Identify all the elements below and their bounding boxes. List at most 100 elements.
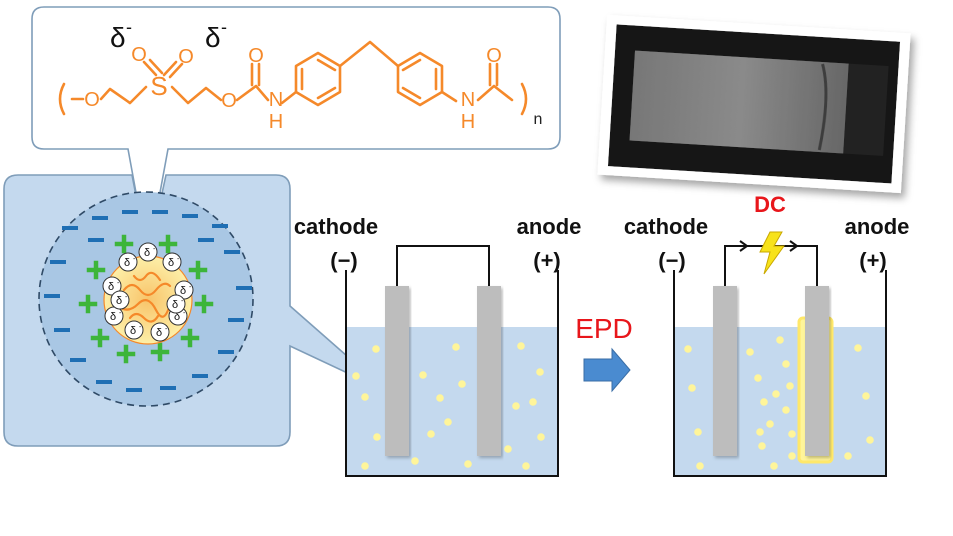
bond-carbamate-2 — [476, 84, 514, 102]
suspended-particle — [782, 360, 790, 368]
negative-charge — [54, 328, 70, 332]
positive-charge — [78, 294, 98, 314]
epd-step: EPD — [575, 313, 633, 393]
negative-charge — [96, 380, 112, 384]
suspended-particle — [517, 342, 525, 350]
suspended-particle — [782, 406, 790, 414]
suspended-particle — [504, 445, 512, 453]
liquid-after — [674, 327, 886, 475]
delta-bead: δ- — [166, 294, 186, 314]
suspended-particle — [866, 436, 874, 444]
epd-label: EPD — [575, 313, 633, 344]
atom-o-left: O — [131, 44, 147, 66]
suspended-particle — [788, 452, 796, 460]
positive-charge — [150, 342, 170, 362]
suspended-particle — [786, 382, 794, 390]
suspended-particle — [536, 368, 544, 376]
negative-charge — [50, 260, 66, 264]
right-bracket — [520, 82, 528, 116]
delta-right-sup: - — [221, 17, 227, 37]
bolt-icon — [759, 231, 785, 275]
suspended-particles-after — [684, 336, 874, 470]
suspended-particle — [760, 398, 768, 406]
negative-charge — [224, 250, 240, 254]
atom-h2: H — [461, 111, 475, 133]
bead-delta-label: δ — [116, 295, 122, 307]
bond-carbamate — [235, 84, 270, 102]
atom-n1: N — [269, 89, 283, 111]
suspended-particle — [862, 392, 870, 400]
delta-bead: δ- — [138, 242, 158, 262]
delta-left-sup: - — [126, 17, 132, 37]
cathode-label-after: cathode — [624, 214, 708, 239]
negative-charge — [192, 374, 208, 378]
atom-o-carbonyl2: O — [486, 45, 502, 67]
negative-charge — [182, 214, 198, 218]
bead-delta-label: δ — [174, 311, 180, 323]
bond-ring-nh — [440, 90, 458, 103]
positive-charges — [78, 234, 214, 364]
anode-sign-before: (+) — [533, 248, 561, 273]
positive-charge — [90, 328, 110, 348]
positive-charge — [158, 234, 178, 254]
bead-delta-label: δ — [168, 257, 174, 269]
carbonyl-1 — [250, 62, 261, 87]
suspended-particle — [770, 462, 778, 470]
positive-charge — [114, 234, 134, 254]
carbonyl-2 — [488, 62, 499, 87]
structure-labels: O S O O O O N H O N H n — [84, 44, 542, 133]
methylene-bridge — [338, 40, 400, 68]
delta-bead: δ- — [110, 290, 130, 310]
suspended-particle — [373, 433, 381, 441]
liquid-before — [346, 327, 558, 475]
atom-s: S — [150, 71, 167, 101]
delta-bead: δ- — [102, 276, 122, 296]
suspended-particle — [776, 336, 784, 344]
suspended-particle — [684, 345, 692, 353]
suspended-particles-before — [352, 342, 545, 470]
anode-electrode-before — [477, 286, 501, 456]
suspended-particle — [361, 462, 369, 470]
suspended-particle — [452, 343, 460, 351]
positive-charge — [116, 344, 136, 364]
atom-o-carbonyl1: O — [248, 45, 264, 67]
coated-electrode — [629, 50, 853, 154]
bond-nh-ring — [280, 90, 298, 105]
suspended-particle — [372, 345, 380, 353]
negative-charge — [212, 224, 228, 228]
bond-chain-2 — [170, 85, 223, 105]
cathode-sign-before: (−) — [330, 248, 358, 273]
delta-bead: δ- — [104, 306, 124, 326]
suspended-particle — [844, 452, 852, 460]
delta-bead: δ- — [118, 252, 138, 272]
current-arrow-right — [784, 240, 799, 252]
repeat-n: n — [534, 111, 543, 128]
negative-charge — [44, 294, 60, 298]
suspended-particle — [522, 462, 530, 470]
bead-delta-sup: - — [153, 246, 156, 253]
polymer-coils — [116, 271, 172, 323]
positive-charge — [180, 328, 200, 348]
delta-bead: δ- — [150, 322, 170, 342]
so-double-right — [162, 60, 184, 79]
negative-charge — [228, 318, 244, 322]
atom-h1: H — [269, 111, 283, 133]
delta-left: δ — [110, 22, 126, 53]
positive-charge — [194, 294, 214, 314]
suspended-particle — [537, 433, 545, 441]
suspended-particle — [694, 428, 702, 436]
suspended-particle — [854, 344, 862, 352]
negative-charge — [236, 286, 252, 290]
suspended-particle — [427, 430, 435, 438]
bead-delta-sup: - — [177, 256, 180, 263]
bead-delta-label: δ — [156, 327, 162, 339]
bead-delta-sup: - — [181, 298, 184, 305]
suspended-particle — [512, 402, 520, 410]
bead-delta-label: δ — [144, 247, 150, 259]
cathode-electrode-after — [713, 286, 737, 456]
coating-edge — [817, 63, 828, 151]
atom-o-right: O — [178, 46, 194, 68]
so-double-left — [142, 58, 164, 77]
suspended-particle — [352, 372, 360, 380]
